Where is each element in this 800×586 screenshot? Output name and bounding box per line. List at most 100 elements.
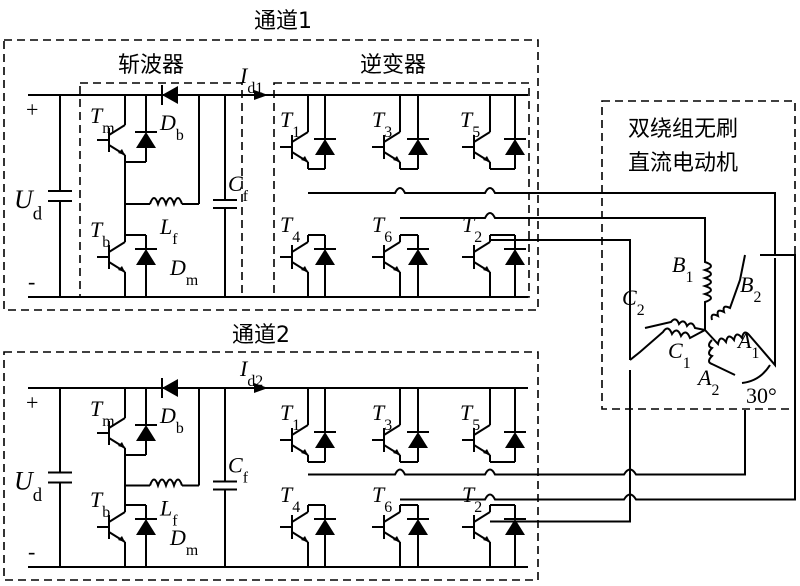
winding-a1 bbox=[704, 258, 776, 368]
motor-connections bbox=[600, 192, 796, 523]
current-arrow bbox=[254, 383, 268, 393]
phase-b-wire bbox=[400, 493, 600, 501]
emitter-arrow bbox=[118, 442, 125, 448]
collector-leg bbox=[108, 124, 126, 136]
emitter-arrow bbox=[301, 266, 308, 272]
db-label: Db bbox=[159, 110, 184, 144]
emitter-arrow bbox=[483, 156, 490, 162]
lower-transistor bbox=[280, 511, 309, 543]
emitter-arrow bbox=[393, 266, 400, 272]
collector-leg bbox=[108, 417, 126, 429]
lf-label: Lf bbox=[159, 214, 178, 248]
channel2-box bbox=[3, 351, 539, 581]
upper-transistor bbox=[372, 424, 401, 456]
upper-transistor bbox=[462, 424, 491, 456]
inverter-leg-3 bbox=[462, 388, 526, 567]
dc-current-label: Id1 bbox=[239, 63, 263, 97]
switch-label-1: T1 bbox=[280, 107, 300, 141]
diode-triangle bbox=[315, 249, 335, 265]
dc-current-label: Id2 bbox=[239, 356, 263, 390]
collector-leg bbox=[383, 424, 401, 436]
lower-transistor bbox=[462, 241, 491, 273]
emitter-arrow bbox=[301, 449, 308, 455]
chopper-tm-transistor bbox=[97, 124, 126, 156]
series-diode-db bbox=[162, 86, 178, 104]
upper-transistor bbox=[462, 131, 491, 163]
winding-label-c2: C2 bbox=[622, 285, 645, 319]
lf-label: Lf bbox=[159, 496, 178, 530]
inverter-leg-3 bbox=[462, 95, 526, 297]
collector-leg bbox=[291, 131, 309, 143]
lower-transistor bbox=[372, 241, 401, 273]
diode-triangle bbox=[136, 425, 156, 441]
tm-label: Tm bbox=[90, 396, 115, 430]
diode-triangle bbox=[505, 519, 525, 535]
minus-sign: - bbox=[28, 269, 35, 294]
emitter-arrow bbox=[301, 156, 308, 162]
collector-leg bbox=[108, 241, 126, 253]
lower-transistor bbox=[372, 511, 401, 543]
upper-transistor bbox=[280, 424, 309, 456]
wire bbox=[600, 217, 706, 255]
diode-triangle bbox=[408, 519, 428, 535]
emitter-arrow bbox=[393, 156, 400, 162]
emitter-arrow bbox=[393, 449, 400, 455]
tm-label: Tm bbox=[90, 103, 115, 137]
collector-leg bbox=[383, 241, 401, 253]
source-voltage-label: Ud bbox=[14, 467, 43, 507]
winding-b2 bbox=[710, 254, 746, 321]
lower-diode bbox=[314, 518, 336, 535]
lower-diode bbox=[407, 518, 429, 535]
motor-box bbox=[601, 100, 796, 410]
collector-leg bbox=[473, 424, 491, 436]
series-diode-db bbox=[162, 379, 178, 397]
angle-label: 30° bbox=[746, 383, 777, 408]
inverter-leg-1 bbox=[280, 95, 336, 297]
wire bbox=[600, 192, 776, 255]
diode-triangle bbox=[505, 249, 525, 265]
winding-a2 bbox=[708, 339, 736, 376]
lower-diode bbox=[504, 248, 526, 265]
upper-diode bbox=[407, 431, 429, 448]
components bbox=[28, 85, 796, 568]
switch-label-3: T3 bbox=[372, 107, 392, 141]
minus-sign: - bbox=[28, 539, 35, 564]
motor-title-line1: 双绕组无刷 bbox=[628, 117, 738, 142]
switch-label-1: T1 bbox=[280, 400, 300, 434]
winding-c2 bbox=[644, 318, 706, 331]
diode-triangle bbox=[505, 139, 525, 155]
winding-label-b1: B1 bbox=[672, 252, 693, 286]
collector-leg bbox=[473, 131, 491, 143]
winding-label-c1: C1 bbox=[668, 338, 691, 372]
channel1 bbox=[28, 85, 600, 298]
chopper-label: 斩波器 bbox=[118, 53, 184, 78]
diode-triangle bbox=[315, 139, 335, 155]
upper-transistor bbox=[280, 131, 309, 163]
switch-label-5: T5 bbox=[460, 400, 480, 434]
db-label: Db bbox=[159, 403, 184, 437]
switch-label-4: T4 bbox=[280, 212, 300, 246]
phase-a-wire bbox=[308, 468, 600, 476]
upper-diode bbox=[504, 138, 526, 155]
diode-triangle bbox=[505, 432, 525, 448]
tb-label: Tb bbox=[90, 217, 110, 251]
channel1-title: 通道1 bbox=[254, 9, 312, 34]
wire bbox=[600, 254, 796, 501]
switch-label-6: T6 bbox=[372, 212, 392, 246]
emitter-arrow bbox=[483, 449, 490, 455]
chopper-tm-transistor bbox=[97, 417, 126, 449]
winding-label-a1: A1 bbox=[736, 328, 759, 362]
phase-a-wire bbox=[308, 187, 600, 194]
upper-diode bbox=[314, 431, 336, 448]
lower-diode bbox=[407, 248, 429, 265]
diode-triangle bbox=[136, 132, 156, 148]
collector-leg bbox=[383, 511, 401, 523]
cf-label: Cf bbox=[228, 453, 249, 487]
chopper-dm-diode bbox=[135, 248, 157, 265]
switch-label-4: T4 bbox=[280, 482, 300, 516]
inverter-leg-2 bbox=[372, 95, 429, 297]
chopper-db-parallel-diode bbox=[135, 131, 157, 148]
tb-label: Tb bbox=[90, 487, 110, 521]
inverter-leg-1 bbox=[280, 388, 336, 567]
